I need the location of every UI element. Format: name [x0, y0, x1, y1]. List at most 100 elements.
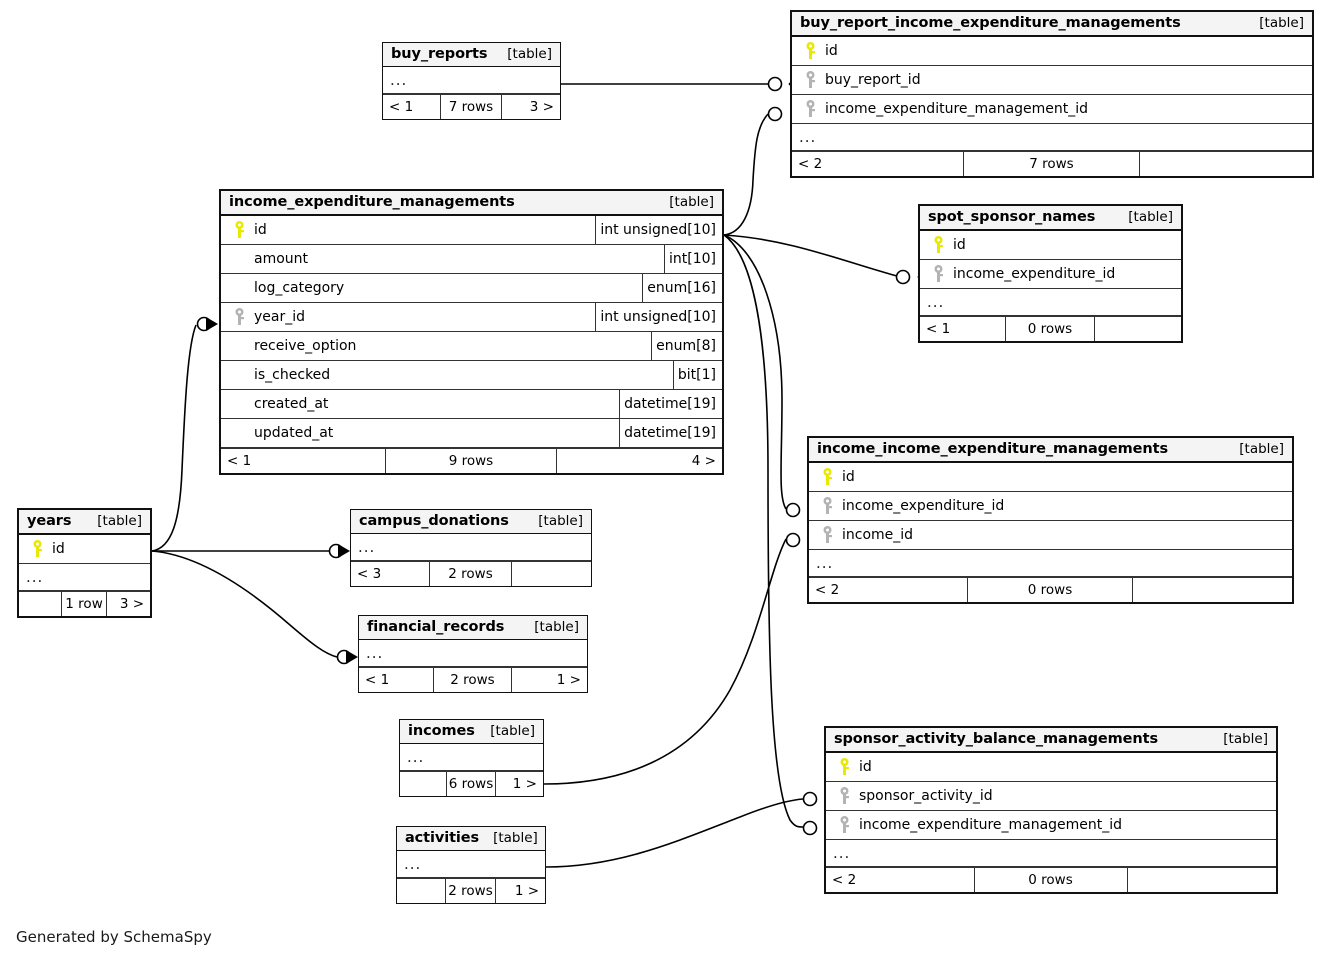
footer-child-count[interactable]: 3 > [529, 99, 554, 115]
footer-parent-count[interactable]: < 2 [826, 868, 975, 892]
column-type: enum[8] [651, 332, 722, 360]
more-columns-ellipsis[interactable]: ... [351, 534, 591, 561]
column-name-cell: id [809, 468, 1292, 486]
column-label: id [52, 541, 65, 557]
column-row[interactable]: log_category enum[16] [221, 274, 722, 303]
column-name-cell: income_expenditure_id [920, 265, 1181, 283]
more-columns-ellipsis[interactable]: ... [809, 550, 1292, 577]
column-row[interactable]: income_expenditure_management_id [792, 95, 1312, 124]
column-row[interactable]: sponsor_activity_id [826, 782, 1276, 811]
table-type-tag: [table] [493, 830, 538, 846]
foreign-key-icon [833, 816, 855, 834]
edge-ieim-to-iieim [723, 234, 787, 510]
column-row[interactable]: id [792, 37, 1312, 66]
footer-parent-count[interactable] [19, 592, 63, 616]
column-label: log_category [254, 280, 345, 296]
footer-child-count[interactable] [512, 562, 591, 586]
foreign-key-icon [228, 308, 250, 326]
footer-parent-count[interactable]: < 1 [383, 95, 442, 119]
footer-child-count[interactable] [1140, 152, 1312, 176]
edge-ieim-to-sabm [723, 234, 804, 828]
generated-by-credit: Generated by SchemaSpy [16, 928, 212, 946]
more-columns-ellipsis[interactable]: ... [359, 640, 587, 667]
footer-child-count[interactable]: 1 > [514, 883, 540, 899]
edge-ieim-to-spot-sponsor-names [723, 234, 898, 277]
table-income_income_expenditure_managements[interactable]: income_income_expenditure_managements[ta… [807, 436, 1294, 604]
table-header-spot_sponsor_names: spot_sponsor_names[table] [920, 206, 1181, 231]
column-label: sponsor_activity_id [859, 788, 993, 804]
footer-child-count[interactable]: 4 > [691, 453, 716, 469]
more-columns-ellipsis[interactable]: ... [920, 289, 1181, 316]
column-row[interactable]: id [920, 231, 1181, 260]
primary-key-icon [833, 758, 855, 776]
footer-parent-count[interactable]: < 1 [920, 317, 1007, 341]
column-name-cell: id [19, 540, 150, 558]
column-name-cell: income_expenditure_management_id [792, 100, 1312, 118]
footer-parent-count[interactable]: < 1 [359, 668, 435, 692]
footer-child-count[interactable] [1095, 317, 1181, 341]
column-name-cell: is_checked [221, 367, 673, 383]
column-row[interactable]: income_expenditure_id [920, 260, 1181, 289]
more-columns-ellipsis[interactable]: ... [792, 124, 1312, 151]
footer-child-count[interactable] [1128, 868, 1277, 892]
footer-parent-count[interactable] [397, 879, 446, 903]
footer-child-count[interactable]: 1 > [512, 776, 537, 792]
column-name-cell: income_expenditure_management_id [826, 816, 1276, 834]
footer-parent-count[interactable] [400, 772, 448, 796]
footer-row-count: 0 rows [968, 578, 1133, 602]
more-columns-ellipsis[interactable]: ... [826, 840, 1276, 867]
footer-parent-count[interactable]: < 1 [221, 449, 387, 473]
table-header-financial_records: financial_records[table] [359, 616, 587, 640]
edge-years-to-ieim-year-id [151, 324, 197, 552]
column-row[interactable]: id [809, 463, 1292, 492]
primary-key-icon [799, 42, 821, 60]
footer-child-count[interactable]: 1 > [556, 672, 581, 688]
column-row[interactable]: income_expenditure_management_id [826, 811, 1276, 840]
table-header-buy_reports: buy_reports[table] [383, 43, 560, 67]
table-type-tag: [table] [538, 513, 583, 529]
column-label: amount [254, 251, 309, 267]
column-row[interactable]: buy_report_id [792, 66, 1312, 95]
column-row[interactable]: income_expenditure_id [809, 492, 1292, 521]
column-type: enum[16] [642, 274, 722, 302]
footer-row-count: 7 rows [441, 95, 502, 119]
column-row[interactable]: id [19, 535, 150, 564]
column-row[interactable]: income_id [809, 521, 1292, 550]
footer-child-count[interactable]: 3 > [119, 596, 145, 612]
footer-parent-count[interactable]: < 3 [351, 562, 431, 586]
column-label: year_id [254, 309, 306, 325]
table-title: incomes [408, 723, 475, 739]
table-sponsor_activity_balance_managements[interactable]: sponsor_activity_balance_managements[tab… [824, 726, 1278, 894]
column-label: updated_at [254, 425, 334, 441]
column-type: bit[1] [672, 361, 722, 389]
more-columns-ellipsis[interactable]: ... [397, 851, 545, 878]
footer-parent-count[interactable]: < 2 [809, 578, 969, 602]
more-columns-ellipsis[interactable]: ... [383, 67, 560, 94]
column-row[interactable]: id [826, 753, 1276, 782]
footer-child-count[interactable] [1133, 578, 1292, 602]
more-columns-ellipsis[interactable]: ... [19, 564, 150, 591]
table-buy_report_income_expenditure_managements[interactable]: buy_report_income_expenditure_management… [790, 10, 1314, 178]
footer-parent-count[interactable]: < 2 [792, 152, 964, 176]
more-columns-ellipsis[interactable]: ... [400, 744, 543, 771]
table-spot_sponsor_names[interactable]: spot_sponsor_names[table]id income_expend… [918, 204, 1183, 343]
